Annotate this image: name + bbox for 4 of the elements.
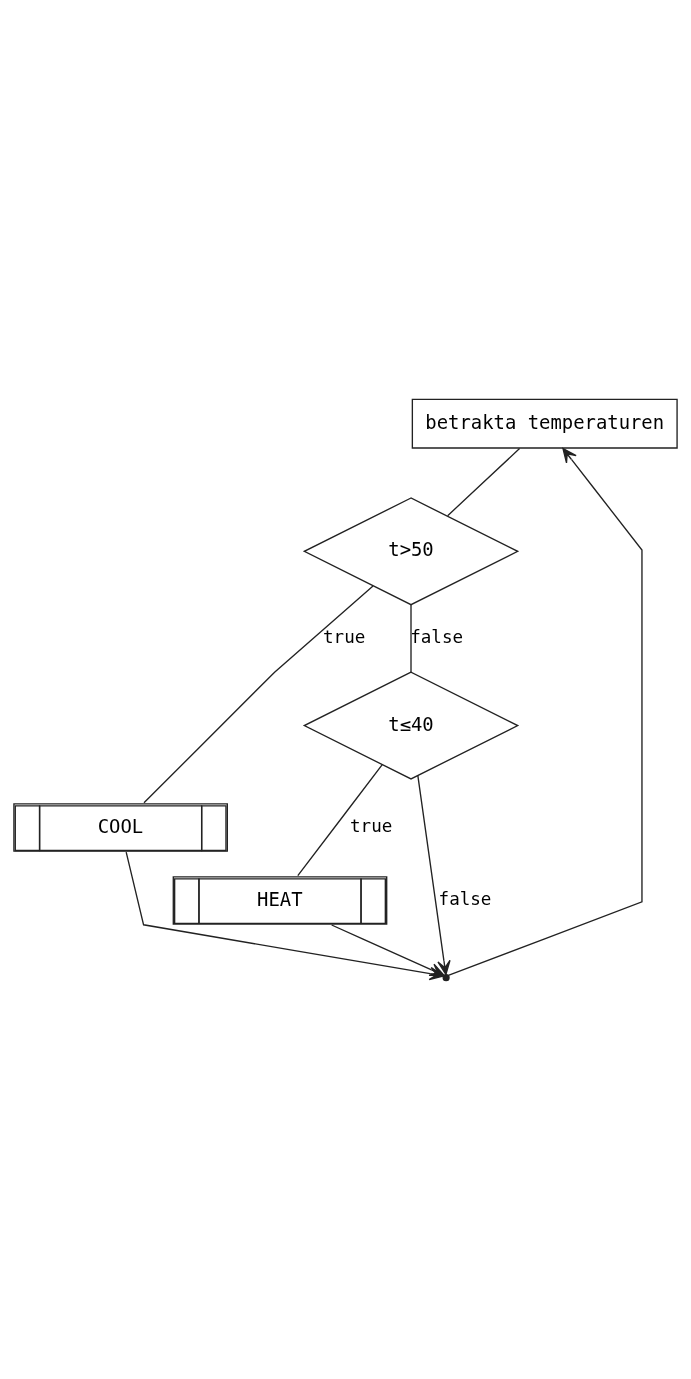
edge-label: true (350, 815, 393, 836)
edge-label: true (323, 626, 366, 647)
edge-label: false (410, 626, 464, 647)
edge-label: false (438, 888, 492, 909)
